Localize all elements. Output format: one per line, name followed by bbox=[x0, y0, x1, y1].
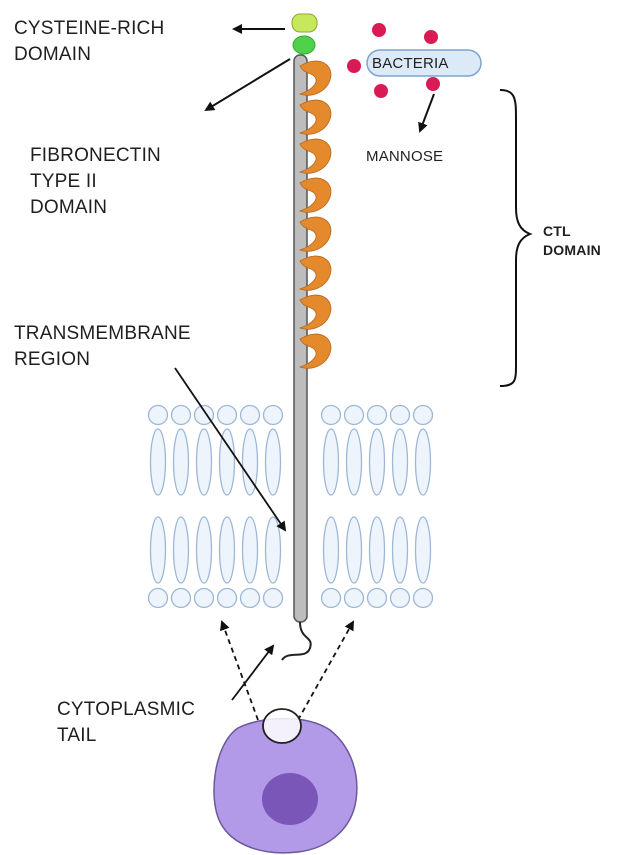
transmembrane-line-2: REGION bbox=[14, 347, 191, 373]
transmembrane-line-1: TRANSMEMBRANE bbox=[14, 321, 191, 347]
dashed-arrow-left bbox=[222, 622, 258, 720]
lipid-tail bbox=[174, 517, 189, 583]
lipid-head bbox=[368, 589, 387, 608]
lipid-tail bbox=[266, 429, 281, 495]
fibronectin-domain-label: FIBRONECTIN TYPE II DOMAIN bbox=[30, 143, 161, 221]
lipid-tail bbox=[324, 429, 339, 495]
lipid-head bbox=[414, 406, 433, 425]
cysteine-rich-domain-label: CYSTEINE-RICH DOMAIN bbox=[14, 16, 164, 68]
lipid-tail bbox=[347, 429, 362, 495]
lipid-head bbox=[218, 589, 237, 608]
ctl-domain-brace bbox=[500, 90, 530, 386]
arrow-to-mannose bbox=[420, 94, 434, 131]
cysteine-rich-line-1: CYSTEINE-RICH bbox=[14, 16, 164, 42]
lipid-tail bbox=[393, 517, 408, 583]
mannose-dot bbox=[424, 30, 438, 44]
lipid-head bbox=[368, 406, 387, 425]
cell-vesicle bbox=[263, 709, 301, 743]
lipid-tail bbox=[370, 517, 385, 583]
transmembrane-region-label: TRANSMEMBRANE REGION bbox=[14, 321, 191, 373]
lipid-head bbox=[322, 406, 341, 425]
lipid-tail bbox=[416, 517, 431, 583]
lipid-tail bbox=[197, 517, 212, 583]
lipid-tail bbox=[220, 517, 235, 583]
lipid-tail bbox=[151, 517, 166, 583]
lipid-tail bbox=[266, 517, 281, 583]
arrow-cytoplasmic-tail bbox=[232, 646, 273, 700]
mannose-dot bbox=[347, 59, 361, 73]
lipid-tail bbox=[151, 429, 166, 495]
fibronectin-line-3: DOMAIN bbox=[30, 195, 161, 221]
lipid-head bbox=[149, 589, 168, 608]
lipid-tail bbox=[370, 429, 385, 495]
cytoplasmic-line-2: TAIL bbox=[57, 723, 195, 749]
lipid-head bbox=[391, 589, 410, 608]
lipid-tail bbox=[393, 429, 408, 495]
cytoplasmic-line-1: CYTOPLASMIC bbox=[57, 697, 195, 723]
lipid-head bbox=[172, 406, 191, 425]
cell-nucleus bbox=[262, 773, 318, 825]
mannose-dot bbox=[374, 84, 388, 98]
lipid-head bbox=[172, 589, 191, 608]
lipid-head bbox=[345, 406, 364, 425]
lipid-head bbox=[195, 589, 214, 608]
arrow-to-fibronectin-label bbox=[206, 59, 290, 110]
lipid-head bbox=[241, 589, 260, 608]
lipid-tail bbox=[416, 429, 431, 495]
cytoplasmic-tail-squiggle bbox=[282, 622, 311, 660]
lipid-head bbox=[345, 589, 364, 608]
lipid-tail bbox=[174, 429, 189, 495]
lipid-tail bbox=[197, 429, 212, 495]
cysteine-rich-line-2: DOMAIN bbox=[14, 42, 164, 68]
lipid-head bbox=[264, 406, 283, 425]
fibronectin-line-2: TYPE II bbox=[30, 169, 161, 195]
mannose-dot bbox=[426, 77, 440, 91]
lipid-tail bbox=[324, 517, 339, 583]
lipid-head bbox=[218, 406, 237, 425]
ctl-domain-label: CTL DOMAIN bbox=[543, 222, 601, 260]
cysteine-rich-domain-shape bbox=[292, 14, 317, 32]
lipid-head bbox=[322, 589, 341, 608]
lipid-head bbox=[264, 589, 283, 608]
lipid-head bbox=[241, 406, 260, 425]
cytoplasmic-tail-label: CYTOPLASMIC TAIL bbox=[57, 697, 195, 749]
lipid-tail bbox=[347, 517, 362, 583]
bacteria-label: BACTERIA bbox=[372, 54, 449, 73]
lipid-head bbox=[414, 589, 433, 608]
ctl-line-1: CTL bbox=[543, 222, 601, 241]
lipid-head bbox=[149, 406, 168, 425]
lipid-tail bbox=[243, 517, 258, 583]
mannose-dot bbox=[372, 23, 386, 37]
lipid-tail bbox=[220, 429, 235, 495]
lipid-head bbox=[391, 406, 410, 425]
lipid-bilayer bbox=[149, 406, 433, 608]
ctl-line-2: DOMAIN bbox=[543, 241, 601, 260]
cysteine-rich-domain-bead bbox=[293, 36, 315, 54]
mannose-label: MANNOSE bbox=[366, 147, 443, 166]
fibronectin-line-1: FIBRONECTIN bbox=[30, 143, 161, 169]
